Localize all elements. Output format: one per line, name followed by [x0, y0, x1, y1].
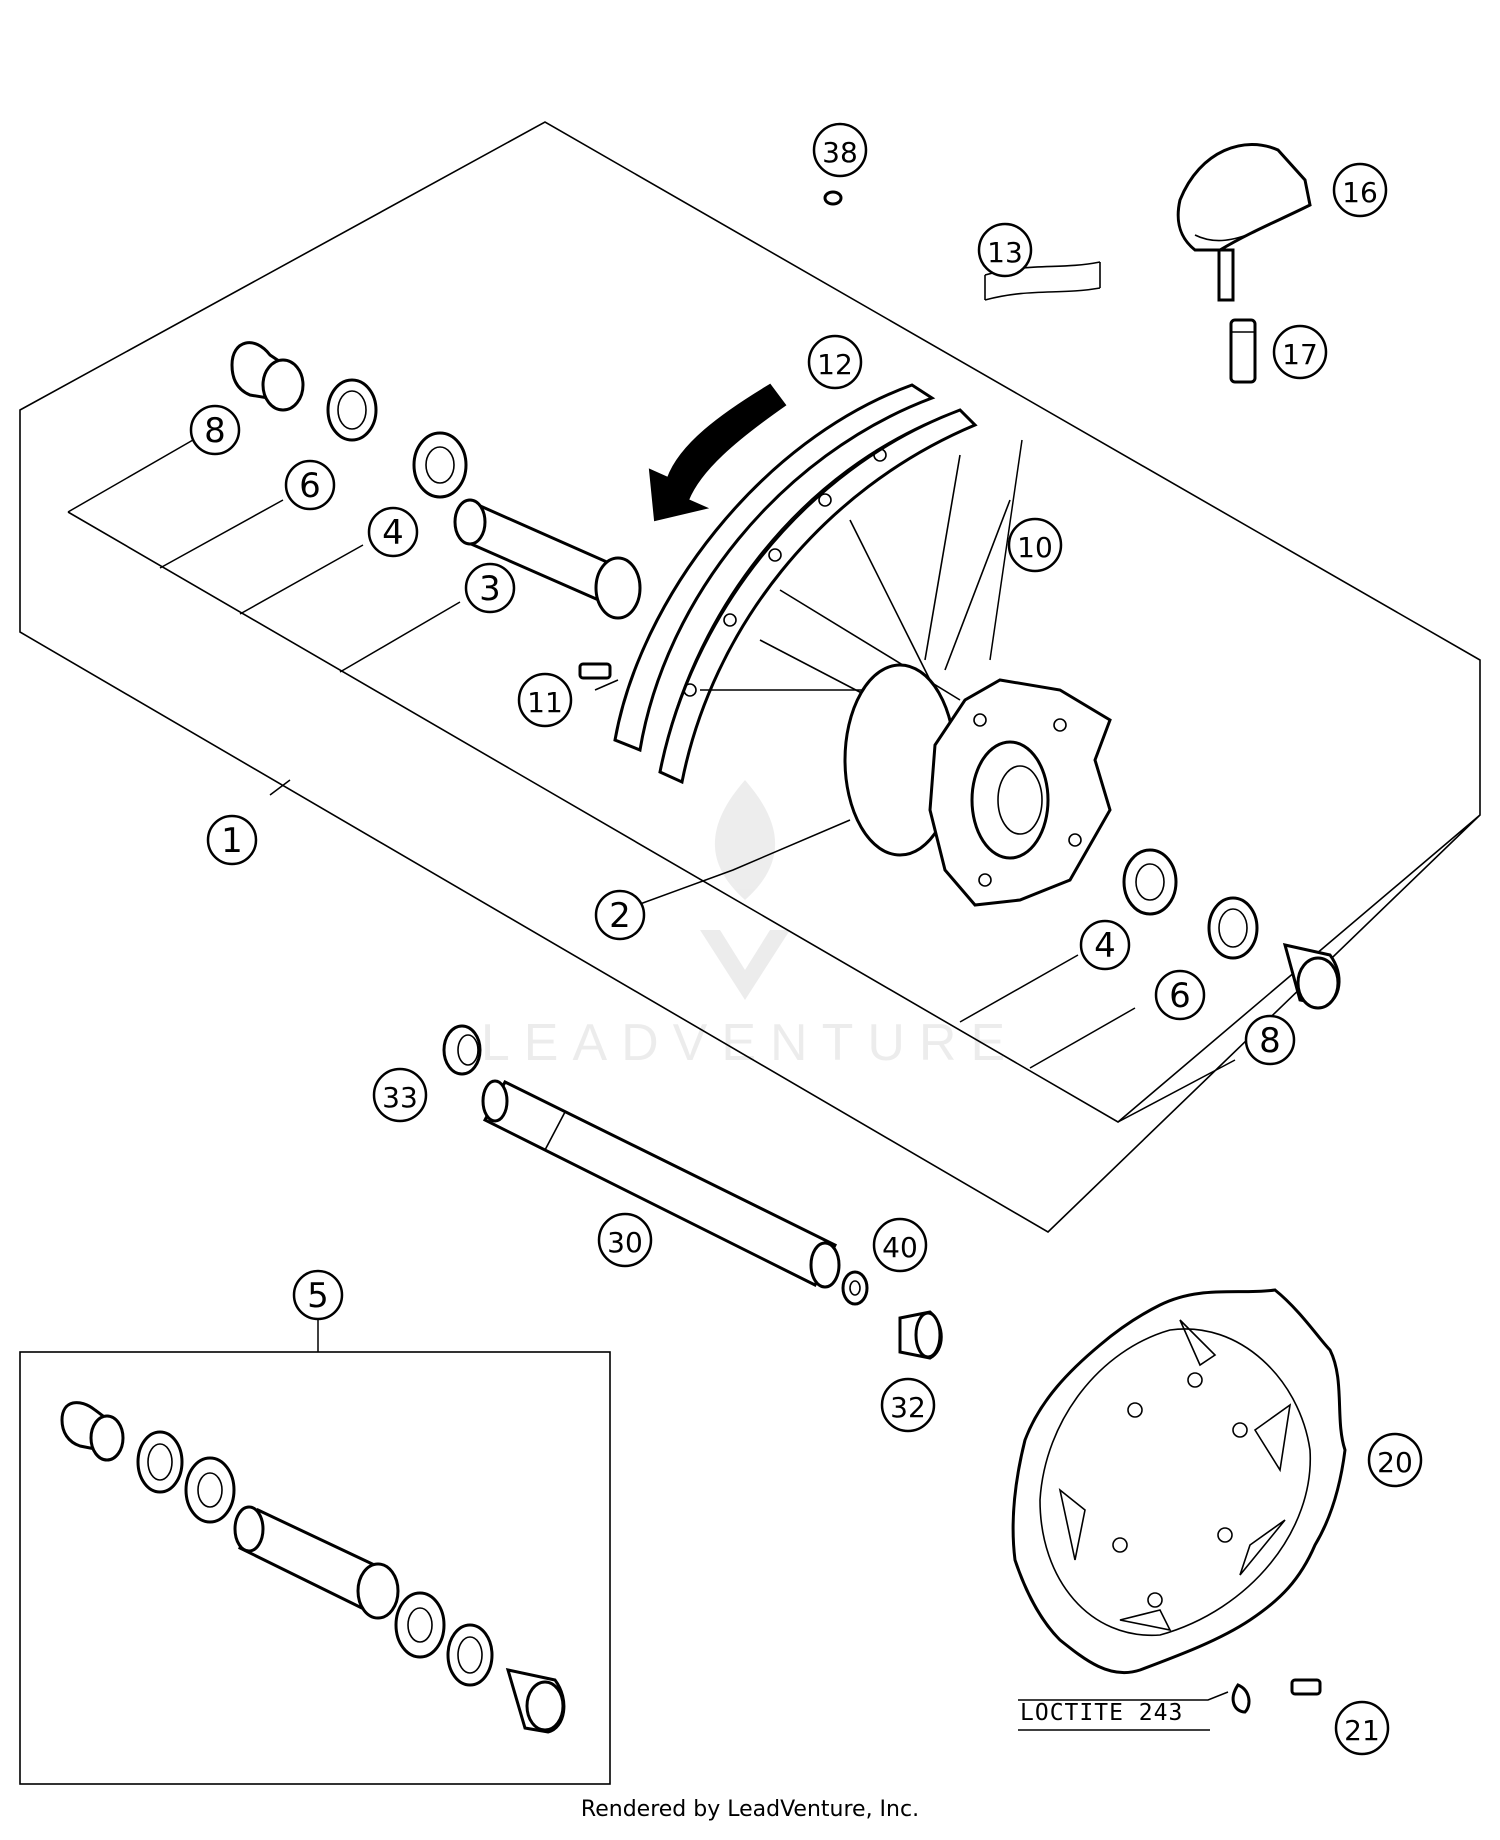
part-bearing-left — [412, 431, 468, 499]
callout-c30: 30 — [597, 1212, 653, 1268]
callout-circle — [1154, 969, 1206, 1021]
part-rim-lock-nut — [1229, 318, 1257, 384]
callout-label: 4 — [1094, 926, 1116, 966]
callout-circle — [1244, 1014, 1296, 1066]
callout-c8b: 8 — [1244, 1014, 1296, 1066]
watermark-logo-icon — [700, 780, 790, 1000]
callout-c8a: 8 — [189, 404, 241, 456]
callout-c5: 5 — [292, 1269, 344, 1321]
callout-label: 40 — [882, 1231, 918, 1264]
callout-circle — [812, 122, 868, 178]
part-rim-tape — [984, 261, 1101, 301]
part-rim-lock — [1176, 142, 1312, 302]
part-axle — [481, 1079, 841, 1289]
callout-circle — [189, 404, 241, 456]
callout-c33: 33 — [372, 1067, 428, 1123]
callout-circle — [597, 1212, 653, 1268]
callout-circle — [1079, 919, 1131, 971]
callout-label: 17 — [1282, 338, 1318, 371]
part-bearing-right — [1122, 848, 1178, 916]
callout-c3: 3 — [464, 562, 516, 614]
callout-circle — [372, 1067, 428, 1123]
callout-circle — [284, 459, 336, 511]
callout-circle — [1367, 1432, 1423, 1488]
callout-c12: 12 — [807, 334, 863, 390]
part-hub — [843, 663, 1112, 907]
callout-c16: 16 — [1332, 162, 1388, 218]
callout-c4a: 4 — [367, 506, 419, 558]
callout-c21: 21 — [1334, 1700, 1390, 1756]
part-spoke-nipple — [578, 662, 612, 680]
callout-c40: 40 — [872, 1217, 928, 1273]
callout-label: 20 — [1377, 1446, 1413, 1479]
callout-label: 6 — [299, 466, 321, 506]
callout-circle — [517, 672, 573, 728]
callout-circle — [807, 334, 863, 390]
part-axle-washer — [841, 1270, 869, 1306]
callout-c6b: 6 — [1154, 969, 1206, 1021]
part-seal-left — [326, 378, 378, 442]
rotation-direction-arrow-icon — [648, 383, 787, 522]
part-rim — [613, 383, 978, 785]
bearing-kit-box — [19, 1351, 611, 1785]
callout-label: 10 — [1017, 531, 1053, 564]
part-disc-screw — [1231, 1678, 1322, 1714]
callout-c17: 17 — [1272, 324, 1328, 380]
watermark-text: LEADVENTURE — [481, 1014, 1019, 1072]
callout-label: 2 — [609, 896, 631, 936]
callout-circle — [1007, 517, 1063, 573]
part-spacer-left — [230, 341, 305, 412]
part-axle-nut — [898, 1310, 943, 1360]
callout-c10: 10 — [1007, 517, 1063, 573]
callout-circle — [206, 814, 258, 866]
loctite-note: LOCTITE 243 — [1020, 1700, 1183, 1726]
callout-c4b: 4 — [1079, 919, 1131, 971]
callout-label: 21 — [1344, 1714, 1380, 1747]
callout-c1: 1 — [206, 814, 258, 866]
callout-label: 8 — [1259, 1021, 1281, 1061]
callout-label: 32 — [890, 1391, 926, 1424]
callout-c13: 13 — [977, 222, 1033, 278]
part-hub-spacer — [453, 498, 642, 620]
callout-circle — [1332, 162, 1388, 218]
callout-circle — [594, 889, 646, 941]
callout-c32: 32 — [880, 1377, 936, 1433]
callout-label: 6 — [1169, 976, 1191, 1016]
footer-credit: Rendered by LeadVenture, Inc. — [580, 1797, 920, 1822]
callout-label: 12 — [817, 348, 853, 381]
callout-circle — [464, 562, 516, 614]
part-spacer-right — [1282, 942, 1341, 1010]
callout-label: 1 — [221, 821, 243, 861]
callout-label: 16 — [1342, 176, 1378, 209]
callout-label: 11 — [527, 686, 563, 719]
callout-circle — [292, 1269, 344, 1321]
callout-circle — [880, 1377, 936, 1433]
watermark: LEADVENTURE — [481, 780, 1019, 1072]
callout-label: 30 — [607, 1226, 643, 1259]
part-brake-disc — [1011, 1288, 1347, 1675]
callout-c11: 11 — [517, 672, 573, 728]
callout-label: 8 — [204, 411, 226, 451]
callout-c2: 2 — [594, 889, 646, 941]
callout-label: 33 — [382, 1081, 418, 1114]
part-valve-cap — [823, 190, 843, 206]
callout-label: 13 — [987, 236, 1023, 269]
callout-c6a: 6 — [284, 459, 336, 511]
callout-circle — [367, 506, 419, 558]
callout-circle — [977, 222, 1033, 278]
callout-label: 5 — [307, 1276, 329, 1316]
callout-label: 38 — [822, 136, 858, 169]
callout-c20: 20 — [1367, 1432, 1423, 1488]
callout-label: 3 — [479, 569, 501, 609]
part-axle-seal — [442, 1024, 482, 1076]
part-seal-right — [1207, 896, 1259, 960]
callout-circle — [1334, 1700, 1390, 1756]
bearing-kit-contents — [60, 1401, 566, 1734]
callout-circle — [1272, 324, 1328, 380]
callout-label: 4 — [382, 513, 404, 553]
callout-c38: 38 — [812, 122, 868, 178]
callout-circle — [872, 1217, 928, 1273]
leader-lines — [67, 439, 1236, 1701]
